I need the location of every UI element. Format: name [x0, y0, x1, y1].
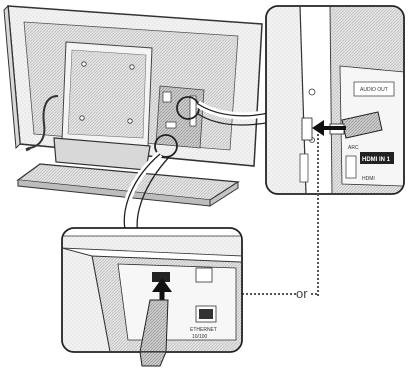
- port-label-arc: ARC: [348, 145, 359, 151]
- port-label-ethernet: ETHERNET: [190, 327, 217, 333]
- port-label-hdmi-in: HDMI IN 1: [362, 157, 391, 163]
- port-label-hdmi: HDMI: [362, 176, 375, 182]
- port-label-speed: 10/100: [192, 334, 208, 340]
- screw-hole-icon: [128, 119, 132, 123]
- screw-hole-icon: [130, 65, 134, 69]
- or-label: or: [296, 286, 308, 301]
- callout-rear-terminal: ETHERNET 10/100: [62, 228, 242, 366]
- port-label-audio-out: AUDIO OUT: [360, 87, 388, 93]
- callout-side-terminal: AUDIO OUT HDMI IN 1 ARC HDMI: [266, 6, 404, 194]
- screw-hole-icon: [82, 62, 86, 66]
- tv-rear-panel: [4, 6, 262, 206]
- screw-hole-icon: [80, 116, 84, 120]
